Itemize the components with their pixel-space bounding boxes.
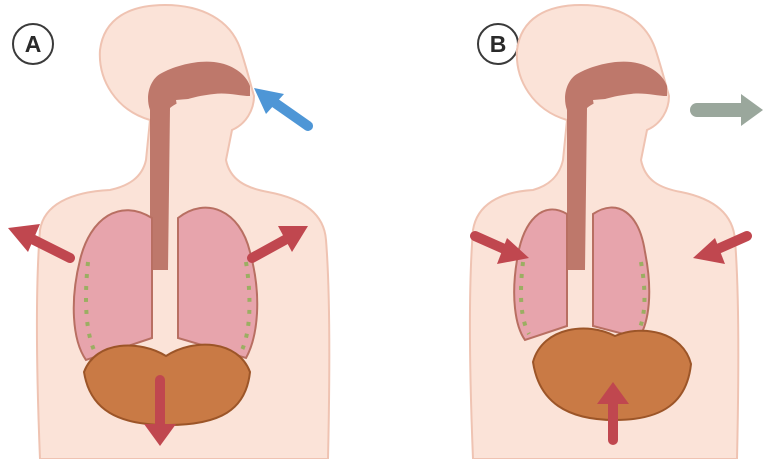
panel-b-exhalation — [383, 0, 765, 459]
diaphragm-muscle — [84, 345, 250, 425]
panel-a-inhalation — [0, 0, 382, 459]
air-inflow-arrow — [254, 88, 308, 126]
air-outflow-arrow — [697, 94, 763, 126]
